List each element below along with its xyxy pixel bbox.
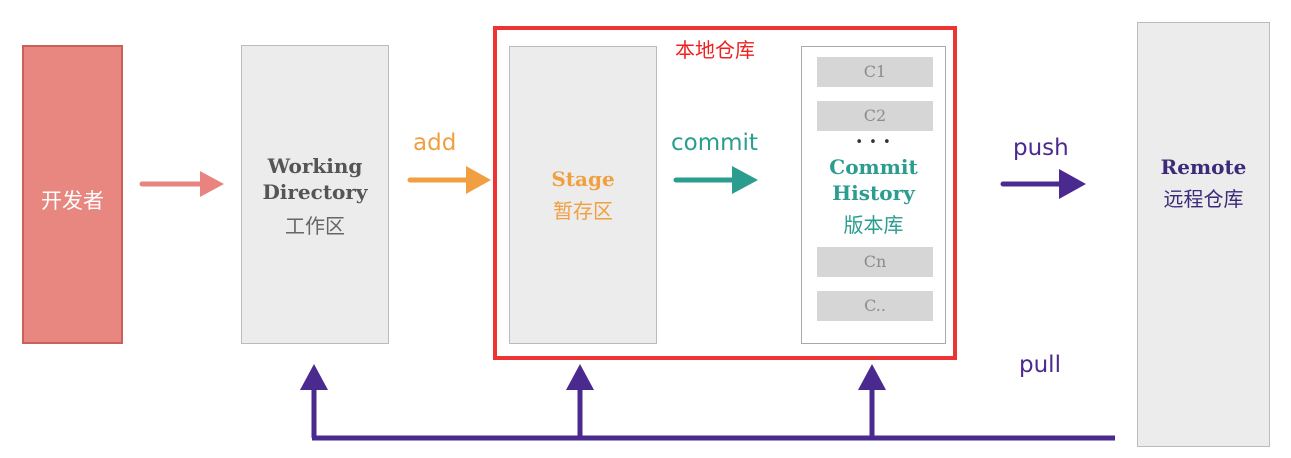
stage-box: Stage 暂存区 [509,46,657,344]
remote-subtitle: 远程仓库 [1163,187,1244,211]
working-directory-subtitle: 工作区 [285,214,345,238]
working-directory-title-1: Working [267,154,363,178]
add-arrow [407,166,491,194]
commit-history-box: C1 C2 • • • Commit History 版本库 Cn C.. [801,46,946,344]
push-arrow [1000,169,1086,199]
developer-label: 开发者 [41,189,104,213]
working-directory-title-2: Directory [262,180,368,204]
add-label: add [413,130,457,156]
commit-history-title-2: History [832,181,915,205]
remote-title: Remote [1160,155,1247,179]
local-repo-label: 本地仓库 [675,38,755,62]
developer-arrow [139,171,224,197]
commit-item: C1 [817,57,933,87]
working-directory-box: Working Directory 工作区 [241,45,389,344]
commit-item: Cn [817,247,933,277]
commit-item: C.. [817,291,933,321]
remote-box: Remote 远程仓库 [1137,22,1270,447]
stage-subtitle: 暂存区 [553,199,613,223]
stage-title: Stage [551,167,615,191]
local-repo-frame [493,26,957,360]
developer-box: 开发者 [22,45,123,344]
push-label: push [1013,135,1069,161]
commit-history-subtitle: 版本库 [843,213,904,237]
pull-label: pull [1019,352,1061,378]
commit-arrow [673,166,758,194]
commit-item: C2 [817,101,933,131]
pull-arrow [300,364,1115,441]
commit-history-title-1: Commit [829,155,918,179]
commit-label: commit [671,130,758,156]
commit-ellipsis: • • • [855,135,892,150]
